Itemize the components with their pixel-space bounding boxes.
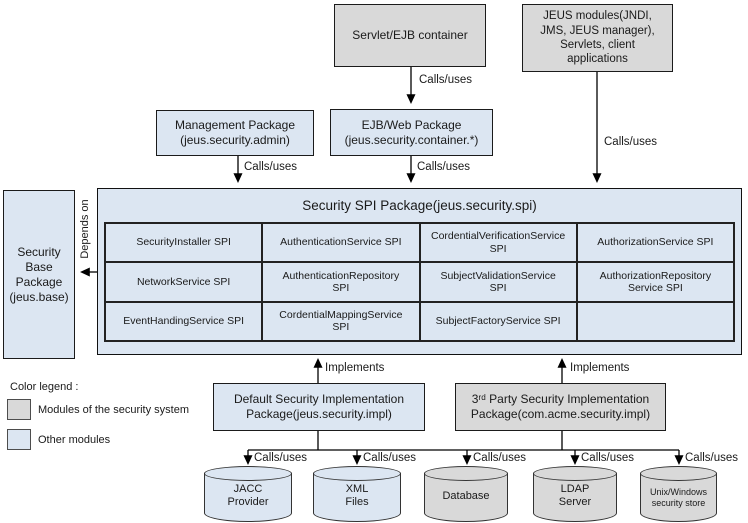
default-impl-package-box: Default Security Implementation Package(… [213,383,425,431]
spi-cell-authentication-repository: AuthenticationRepository SPI [262,262,420,302]
spi-cell-cordential-verification: CordentialVerificationService SPI [419,223,577,263]
color-legend-title: Color legend : [10,381,79,393]
xml-files-cylinder: XML Files [313,466,401,522]
cylinder-body [640,473,717,522]
cylinder-label: Database [442,490,490,502]
calls-uses-label: Calls/uses [581,452,635,464]
spi-cell-authorization-service: AuthorizationService SPI [576,223,734,263]
cylinder-label: Unix/Windows security store [649,487,707,508]
calls-uses-label: Calls/uses [604,136,658,148]
spi-cell-authorization-repository: AuthorizationRepository Service SPI [576,262,734,302]
cylinder-body [424,473,508,522]
cylinder-top [533,466,617,481]
unix-windows-store-cylinder: Unix/Windows security store [640,466,717,522]
implements-label: Implements [570,362,630,374]
connector-tree [248,431,679,451]
spi-cell-empty [576,301,734,341]
spi-cell-subject-validation: SubjectValidationService SPI [419,262,577,302]
cylinder-body [533,473,617,522]
spi-package-title: Security SPI Package(jeus.security.spi) [302,198,537,213]
security-base-package-box: Security Base Package (jeus.base) [3,190,75,359]
spi-cell-subject-factory: SubjectFactoryService SPI [419,301,577,341]
servlet-ejb-container-box: Servlet/EJB container [334,4,486,67]
third-party-impl-package-box: 3ʳᵈ Party Security Implementation Packag… [455,383,666,431]
management-package-box: Management Package (jeus.security.admin) [156,110,314,156]
spi-cell-cordential-mapping: CordentialMappingService SPI [262,301,420,341]
spi-cell-authentication-service: AuthenticationService SPI [262,223,420,263]
cylinder-label: LDAP Server [558,483,592,509]
spi-cell-network-service: NetworkService SPI [105,262,263,302]
cylinder-top [424,466,508,481]
calls-uses-label: Calls/uses [473,452,527,464]
cylinder-label: XML Files [345,483,369,509]
calls-uses-label: Calls/uses [417,161,471,173]
ejb-web-package-box: EJB/Web Package (jeus.security.container… [330,109,493,156]
calls-uses-label: Calls/uses [419,74,473,86]
ldap-server-cylinder: LDAP Server [533,466,617,522]
spi-grid: SecurityInstaller SPI AuthenticationServ… [104,222,735,342]
cylinder-body [204,473,292,522]
cylinder-top [640,466,717,481]
cylinder-body [313,473,401,522]
calls-uses-label: Calls/uses [685,452,739,464]
database-cylinder: Database [424,466,508,522]
jeus-modules-box: JEUS modules(JNDI, JMS, JEUS manager), S… [522,4,673,72]
security-spi-package-box: Security SPI Package(jeus.security.spi) … [97,188,742,355]
depends-on-label: Depends on [79,199,91,259]
calls-uses-label: Calls/uses [363,452,417,464]
legend-label-other-modules: Other modules [38,434,111,446]
cylinder-top [204,466,292,481]
cylinder-top [313,466,401,481]
calls-uses-label: Calls/uses [254,452,308,464]
implements-label: Implements [325,362,385,374]
spi-cell-security-installer: SecurityInstaller SPI [105,223,263,263]
jacc-provider-cylinder: JACC Provider [204,466,292,522]
calls-uses-label: Calls/uses [244,161,298,173]
legend-label-security-modules: Modules of the security system [38,404,190,416]
legend-swatch-blue [7,429,31,450]
legend-swatch-gray [7,399,31,420]
spi-cell-event-handing: EventHandingService SPI [105,301,263,341]
cylinder-label: JACC Provider [227,483,269,509]
